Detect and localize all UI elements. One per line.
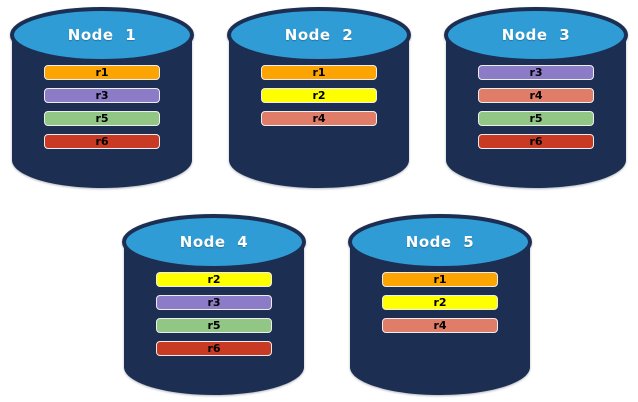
replica-bar-r3: r3: [44, 88, 160, 103]
cylinder-top-ellipse: [10, 7, 194, 63]
replica-bar-r1: r1: [44, 65, 160, 80]
replica-list: r2 r3 r5 r6: [156, 272, 272, 364]
node-cylinder: Node 5 r1 r2 r4: [347, 213, 533, 397]
replica-bar-r5: r5: [44, 111, 160, 126]
replica-bar-r5: r5: [156, 318, 272, 333]
replica-bar-r3: r3: [156, 295, 272, 310]
node-cylinder: Node 3 r3 r4 r5 r6: [443, 6, 629, 190]
replica-bar-r2: r2: [261, 88, 377, 103]
node-title: Node 3: [501, 26, 571, 44]
replica-bar-r6: r6: [478, 134, 594, 149]
replica-bar-r3: r3: [478, 65, 594, 80]
node-cylinder: Node 4 r2 r3 r5 r6: [121, 213, 307, 397]
replica-bar-r2: r2: [156, 272, 272, 287]
cylinder-top-ellipse: [122, 214, 306, 270]
cylinder-top-ellipse: [227, 7, 411, 63]
replica-list: r3 r4 r5 r6: [478, 65, 594, 157]
replica-bar-r4: r4: [478, 88, 594, 103]
cylinder-top-ellipse: [348, 214, 532, 270]
node-title: Node 4: [179, 233, 249, 251]
replica-list: r1 r3 r5 r6: [44, 65, 160, 157]
node-title: Node 2: [284, 26, 354, 44]
replica-bar-r6: r6: [156, 341, 272, 356]
node-title: Node 1: [67, 26, 137, 44]
replica-bar-r1: r1: [261, 65, 377, 80]
node-cylinder: Node 1 r1 r3 r5 r6: [9, 6, 195, 190]
replica-bar-r4: r4: [382, 318, 498, 333]
replica-bar-r6: r6: [44, 134, 160, 149]
replica-list: r1 r2 r4: [261, 65, 377, 134]
replica-list: r1 r2 r4: [382, 272, 498, 341]
replica-bar-r5: r5: [478, 111, 594, 126]
cylinder-top-ellipse: [444, 7, 628, 63]
node-cylinder: Node 2 r1 r2 r4: [226, 6, 412, 190]
replica-bar-r2: r2: [382, 295, 498, 310]
replica-bar-r1: r1: [382, 272, 498, 287]
replica-bar-r4: r4: [261, 111, 377, 126]
node-title: Node 5: [405, 233, 475, 251]
